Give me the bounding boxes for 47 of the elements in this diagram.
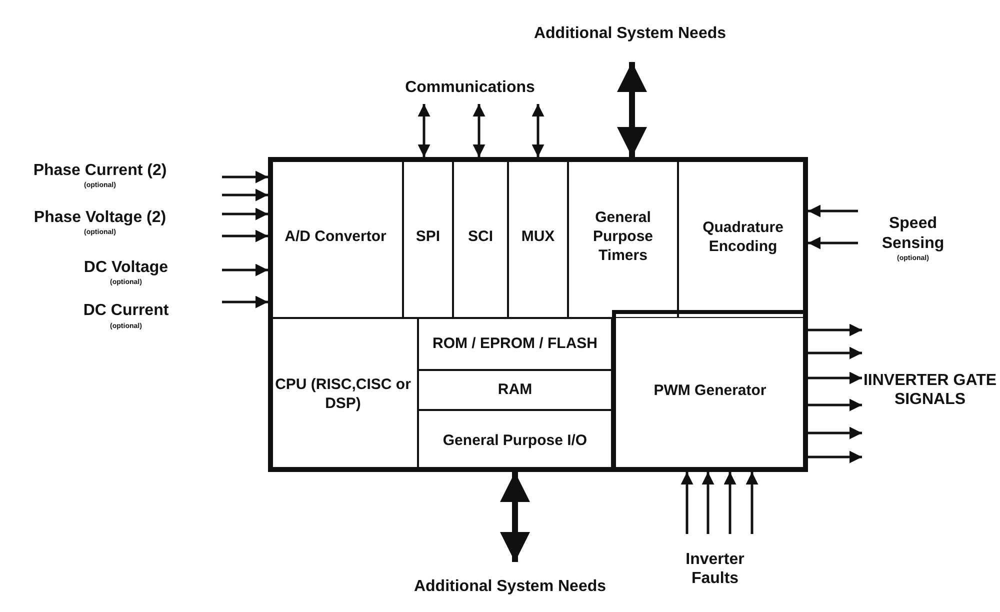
chip-box (268, 157, 808, 472)
arrow (808, 398, 862, 412)
block-label: General Purpose Timers (592, 209, 654, 266)
arrow (680, 472, 694, 534)
block-label: General Purpose I/O (442, 432, 588, 450)
arrow (808, 204, 858, 218)
block-label: RAM (496, 380, 534, 400)
arrow (617, 62, 647, 157)
arrow (222, 170, 268, 184)
arrow (472, 104, 486, 157)
arrow (808, 450, 862, 464)
block-label: Quadrature Encoding (702, 218, 784, 256)
signal-label: Speed Sensing (880, 214, 946, 253)
block-label: A/D Convertor (284, 228, 388, 247)
arrow (532, 104, 544, 157)
arrow (222, 264, 268, 276)
block-label: SPI (414, 228, 442, 247)
arrow (808, 426, 862, 440)
block-label: SCI (466, 228, 494, 247)
block-label: ROM / EPROM / FLASH (432, 334, 598, 354)
signal-label: Phase Voltage (2) (34, 208, 166, 228)
signal-label: Communications (405, 78, 535, 98)
signal-label: DC Voltage (84, 258, 168, 278)
block-label: PWM Generator (652, 382, 768, 400)
arrow (222, 230, 268, 242)
function-block (418, 318, 612, 370)
arrow (808, 372, 862, 384)
signal-label: Inverter Faults (684, 550, 746, 588)
arrow (808, 346, 862, 360)
arrow (808, 236, 858, 250)
arrow (222, 188, 268, 202)
block-label: MUX (520, 228, 556, 247)
arrow (418, 104, 430, 157)
arrow (746, 472, 758, 534)
signal-label: IINVERTER GATE SIGNALS (862, 370, 998, 410)
arrow (808, 324, 862, 336)
signal-label: Phase Current (2) (33, 160, 167, 180)
arrow (500, 472, 530, 562)
arrow (222, 296, 268, 308)
signal-label: Additional System Needs (534, 24, 726, 44)
arrow (724, 472, 736, 534)
signal-label: DC Current (83, 301, 169, 321)
arrow (702, 472, 714, 534)
signal-label: Additional System Needs (414, 577, 606, 597)
function-block (418, 370, 612, 410)
arrow (222, 208, 268, 220)
block-label: CPU (RISC,CISC or DSP) (274, 376, 412, 414)
